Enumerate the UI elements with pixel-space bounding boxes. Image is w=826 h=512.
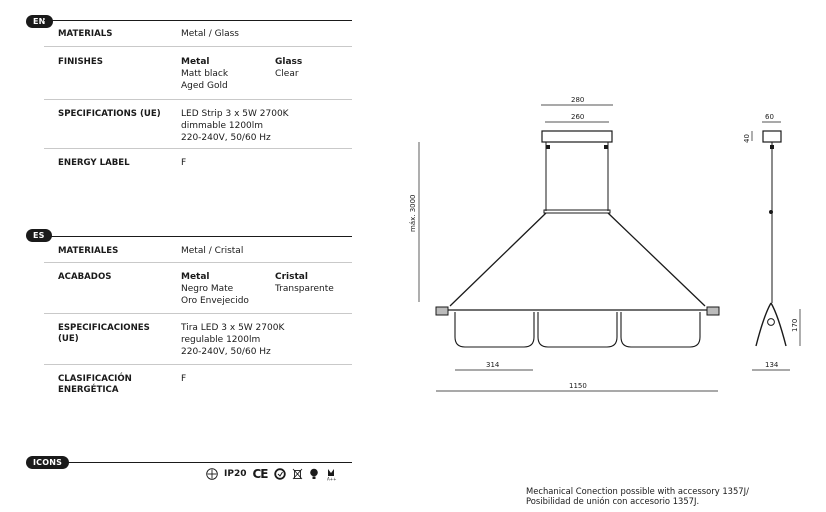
recycle-icon — [273, 468, 286, 480]
en-specs-3: 220-240V, 50/60 Hz — [181, 133, 271, 143]
dimmable-icon — [309, 468, 318, 479]
es-specs-2: regulable 1200lm — [181, 335, 261, 345]
es-energy-value: F — [181, 374, 187, 384]
canopy-front — [541, 130, 613, 143]
side-arm-left — [755, 302, 772, 347]
en-section-tag: EN — [26, 15, 53, 28]
divider — [44, 313, 352, 314]
icons-section-tag: ICONS — [26, 456, 70, 469]
certification-icons: IP20 CE A++ — [206, 467, 337, 481]
rod-end-cap-left — [435, 306, 449, 316]
side-arm-right — [770, 302, 787, 347]
wire-clamp — [604, 145, 608, 149]
side-wire-clamp — [770, 145, 774, 149]
divider — [44, 262, 352, 263]
es-specs-3: 220-240V, 50/60 Hz — [181, 347, 271, 357]
es-section-tag: ES — [26, 229, 52, 242]
en-finishes-label: FINISHES — [58, 57, 103, 67]
es-section-rule — [44, 236, 352, 237]
es-specs-label-2: (UE) — [58, 334, 79, 344]
en-materials-label: MATERIALS — [58, 29, 113, 39]
en-specs-label: SPECIFICATIONS (UE) — [58, 109, 161, 119]
class-ii-icon — [206, 468, 218, 480]
diagonal-wire-left — [449, 212, 547, 307]
divider — [44, 99, 352, 100]
canopy-side — [762, 130, 782, 143]
dim-label-max-height: máx. 3000 — [409, 194, 417, 232]
en-energy-value: F — [181, 158, 187, 168]
es-specs-1: Tira LED 3 x 5W 2700K — [181, 323, 285, 333]
es-finishes-metal-2: Oro Envejecido — [181, 296, 249, 306]
es-finishes-metal-1: Negro Mate — [181, 284, 234, 294]
es-materials-value: Metal / Cristal — [181, 246, 244, 256]
dim-label-170: 170 — [791, 319, 799, 332]
en-finishes-glass-1: Clear — [275, 69, 299, 79]
dim-label-134: 134 — [765, 361, 779, 369]
en-finishes-metal-2: Aged Gold — [181, 81, 228, 91]
glass-shade-3 — [620, 312, 701, 348]
es-energy-label-2: ENERGÉTICA — [58, 385, 119, 395]
diagonal-wire-right — [607, 212, 706, 307]
ip-rating: IP20 — [224, 469, 247, 479]
dim-label-40: 40 — [743, 134, 751, 143]
side-joint — [767, 318, 775, 326]
icons-section-rule — [66, 462, 352, 463]
svg-text:A++: A++ — [327, 476, 336, 481]
en-finishes-metal-head: Metal — [181, 57, 210, 67]
en-energy-label: ENERGY LABEL — [58, 158, 130, 168]
es-energy-label-1: CLASIFICACIÓN — [58, 374, 132, 384]
en-section-rule — [44, 20, 352, 21]
dim-label-314: 314 — [486, 361, 500, 369]
en-specs-1: LED Strip 3 x 5W 2700K — [181, 109, 289, 119]
side-connector — [769, 210, 773, 214]
weee-bin-icon — [292, 468, 302, 480]
en-materials-value: Metal / Glass — [181, 29, 239, 39]
divider — [44, 364, 352, 365]
energy-class-icon: A++ — [327, 468, 336, 481]
en-specs-2: dimmable 1200lm — [181, 121, 264, 131]
es-specs-label-1: ESPECIFICACIONES — [58, 323, 150, 333]
es-finishes-label: ACABADOS — [58, 272, 112, 282]
dim-label-260: 260 — [571, 113, 584, 121]
es-finishes-metal-head: Metal — [181, 272, 210, 282]
dim-label-280: 280 — [571, 96, 584, 104]
accessory-note-en: Mechanical Conection possible with acces… — [526, 486, 749, 496]
glass-shade-1 — [454, 312, 535, 348]
divider — [44, 46, 352, 47]
es-finishes-glass-head: Cristal — [275, 272, 308, 282]
connector-bar — [543, 209, 611, 214]
accessory-note: Mechanical Conection possible with acces… — [526, 486, 749, 506]
divider — [44, 148, 352, 149]
en-finishes-metal-1: Matt black — [181, 69, 229, 79]
ce-mark-icon: CE — [252, 467, 268, 481]
dim-label-60: 60 — [765, 113, 774, 121]
rod-end-cap-right — [706, 306, 720, 316]
wire-clamp — [546, 145, 550, 149]
dim-label-1150: 1150 — [569, 382, 587, 390]
es-materials-label: MATERIALES — [58, 246, 119, 256]
glass-shade-2 — [537, 312, 618, 348]
accessory-note-es: Posibilidad de unión con accesorio 1357J… — [526, 496, 700, 506]
es-finishes-glass-1: Transparente — [275, 284, 334, 294]
en-finishes-glass-head: Glass — [275, 57, 303, 67]
